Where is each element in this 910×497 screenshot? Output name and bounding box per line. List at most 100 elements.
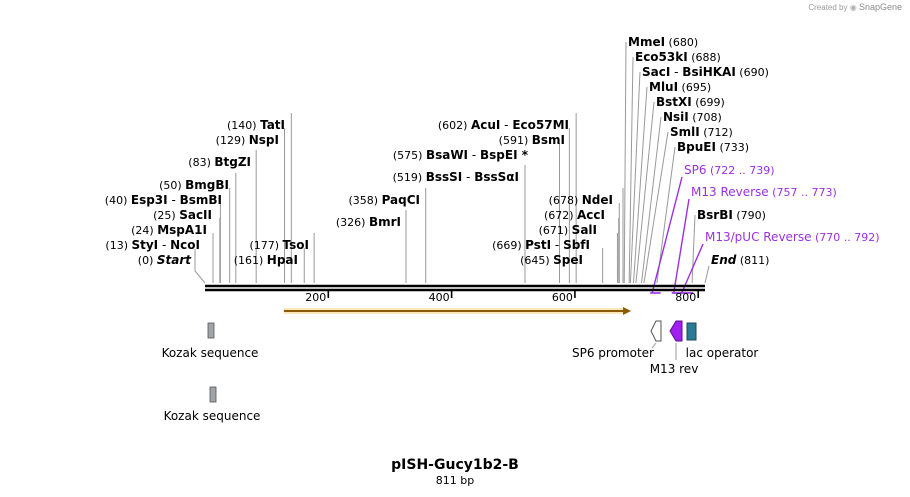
enzyme-name: SbfI — [563, 238, 590, 252]
enzyme-position: (161) — [234, 254, 267, 267]
enzyme-position: (602) — [438, 119, 471, 132]
enzyme-position: (699) — [692, 96, 725, 109]
primer-name: M13/pUC Reverse — [705, 230, 812, 244]
enzyme-position: (13) — [105, 239, 131, 252]
enzyme-name: NsiI — [663, 110, 689, 124]
enzyme-label-esp3i-bsmbi: (40) Esp3I - BsmBI — [105, 193, 222, 207]
enzyme-position: (129) — [216, 134, 249, 147]
enzyme-name: BsmBI — [180, 193, 222, 207]
enzyme-position: (25) — [153, 209, 179, 222]
enzyme-label-sali: (671) SalI — [539, 223, 597, 237]
enzyme-name: Eco57MI — [512, 118, 569, 132]
leader-nsii — [641, 116, 662, 284]
m13-rev-label: M13 rev — [650, 362, 699, 376]
sp6-promoter-label: SP6 promoter — [572, 346, 654, 360]
enzyme-leader-lines — [194, 41, 710, 284]
enzyme-position: (83) — [188, 156, 214, 169]
enzyme-name: SacI — [642, 65, 670, 79]
enzyme-label-mlui: MluI (695) — [649, 80, 711, 94]
enzyme-name: SmlI — [670, 125, 700, 139]
enzyme-label-hpai: (161) HpaI — [234, 253, 298, 267]
enzyme-name: PaqCI — [382, 193, 420, 207]
map-title: pISH-Gucy1b2-B — [391, 457, 519, 473]
ruler-tick-label-400: 400 — [429, 291, 450, 304]
ruler-tick-label-200: 200 — [305, 291, 326, 304]
enzyme-name: MspA1I — [157, 223, 207, 237]
enzyme-position: (672) — [544, 209, 577, 222]
enzyme-position: (591) — [499, 134, 532, 147]
enzyme-label-bsawi-bspei: (575) BsaWI - BspEI * — [393, 148, 529, 162]
enzyme-name: BsrBI — [697, 208, 733, 222]
enzyme-name: MluI — [649, 80, 678, 94]
lac-operator-box — [686, 322, 697, 341]
enzyme-position: (708) — [689, 111, 722, 124]
start-label: (0) Start — [138, 253, 192, 267]
sp6-promoter-arrow — [650, 320, 662, 342]
end-name: End — [711, 253, 737, 267]
enzyme-name: TsoI — [283, 238, 309, 252]
enzyme-label-bmri: (326) BmrI — [336, 215, 401, 229]
primer-range: (757 .. 773) — [769, 186, 837, 199]
enzyme-position: (140) — [227, 119, 260, 132]
snapgene-credit: Created by ◉ SnapGene — [808, 2, 902, 12]
enzyme-label-psti-sbfi: (669) PstI - SbfI — [492, 238, 590, 252]
enzyme-position: (671) — [539, 224, 572, 237]
enzyme-separator: - — [670, 65, 682, 79]
kozak-sequence-label-1: Kozak sequence — [162, 346, 259, 360]
enzyme-separator: - — [551, 238, 563, 252]
enzyme-labels: (13) StyI - NcoI(24) MspA1I(25) SacII(40… — [105, 35, 770, 267]
sequence-backbone — [205, 284, 705, 292]
map-length: 811 bp — [435, 474, 475, 487]
enzyme-name: BpuEI — [677, 140, 716, 154]
enzyme-position: (575) — [393, 149, 426, 162]
enzyme-name: BmgBI — [185, 178, 229, 192]
credit-brand: SnapGene — [858, 2, 902, 12]
enzyme-position: (177) — [249, 239, 282, 252]
enzyme-name: NspI — [249, 133, 279, 147]
m13-rev-arrow — [669, 320, 683, 342]
primer-label-m13-puc-reverse: M13/pUC Reverse (770 .. 792) — [705, 230, 880, 244]
enzyme-name: HpaI — [267, 253, 298, 267]
enzyme-name: BsiHKAI — [682, 65, 736, 79]
enzyme-name: SalI — [572, 223, 597, 237]
kozak-sequence-box-2 — [209, 386, 217, 403]
primer-name: M13 Reverse — [691, 185, 769, 199]
leader-start — [194, 249, 206, 284]
leader-bstxi — [635, 101, 655, 284]
enzyme-label-acui-eco57mi: (602) AcuI - Eco57MI — [438, 118, 569, 132]
leader-smli — [643, 131, 669, 284]
enzyme-name: PstI — [525, 238, 551, 252]
end-label: End (811) — [711, 253, 769, 267]
enzyme-name: NcoI — [170, 238, 200, 252]
enzyme-name: SpeI — [553, 253, 583, 267]
enzyme-name: BtgZI — [214, 155, 251, 169]
enzyme-position: (326) — [336, 216, 369, 229]
enzyme-position: (790) — [733, 209, 766, 222]
enzyme-label-mspa1i: (24) MspA1I — [131, 223, 207, 237]
enzyme-position: (733) — [716, 141, 749, 154]
enzyme-name: BsmI — [532, 133, 565, 147]
primer-range: (722 .. 739) — [707, 164, 775, 177]
end-position: (811) — [736, 254, 769, 267]
enzyme-position: (645) — [520, 254, 553, 267]
snapgene-logo-icon: ◉ — [849, 3, 857, 12]
enzyme-position: (690) — [736, 66, 769, 79]
enzyme-label-btgzi: (83) BtgZI — [188, 155, 251, 169]
enzyme-position: (695) — [678, 81, 711, 94]
credit-text: Created by — [808, 3, 848, 12]
orf-arrow — [283, 307, 632, 315]
enzyme-position: (680) — [665, 36, 698, 49]
start-name: Start — [157, 253, 192, 267]
enzyme-position: (50) — [159, 179, 185, 192]
enzyme-label-spei: (645) SpeI — [520, 253, 583, 267]
enzyme-separator: - — [468, 148, 480, 162]
start-position: (0) — [138, 254, 157, 267]
enzyme-name: StyI — [131, 238, 158, 252]
enzyme-name: AccI — [577, 208, 605, 222]
enzyme-position: (688) — [688, 51, 721, 64]
enzyme-separator: - — [168, 193, 180, 207]
enzyme-name: BsaWI — [426, 148, 468, 162]
